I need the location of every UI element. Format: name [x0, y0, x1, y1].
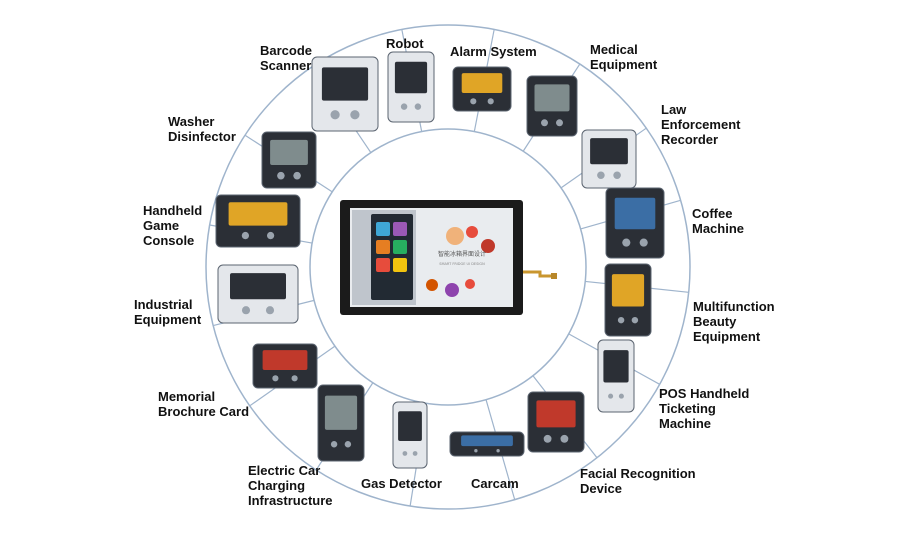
label-line: Scanner	[260, 58, 312, 73]
panel-screen-title: 智能冰箱界面设计	[438, 250, 486, 258]
industrial-machine-icon	[217, 264, 299, 324]
gas-detector-icon	[392, 401, 428, 469]
game-console-icon	[215, 194, 301, 248]
label-line: Console	[143, 233, 195, 248]
label-line: Memorial	[158, 389, 216, 404]
label-line: Game	[143, 218, 180, 233]
label-alarm-system: Alarm System	[450, 44, 537, 59]
label-line: Robot	[386, 36, 424, 51]
label-line: Facial Recognition	[580, 466, 696, 481]
label-line: Equipment	[693, 329, 761, 344]
label-line: Electric Car	[248, 463, 321, 478]
label-line: Gas Detector	[361, 476, 442, 491]
body-camera-icon	[581, 129, 637, 189]
patient-monitor-icon	[526, 75, 578, 137]
panel-screen-subtitle: SMART FRIDGE UI DESIGN	[439, 262, 485, 266]
label-line: Enforcement	[661, 117, 741, 132]
pos-terminal-icon	[597, 339, 635, 413]
label-line: Machine	[659, 416, 712, 431]
robot-icon	[387, 51, 435, 123]
label-line: Washer	[168, 114, 215, 129]
label-line: POS Handheld	[659, 386, 750, 401]
washer-disinfector-icon	[261, 131, 317, 189]
label-line: Law	[661, 102, 687, 117]
touch-display-panel-icon: 智能冰箱界面设计 SMART FRIDGE UI DESIGN	[340, 200, 557, 315]
label-line: Equipment	[590, 57, 658, 72]
label-gas-detector: Gas Detector	[361, 476, 442, 491]
label-line: Brochure Card	[158, 404, 250, 419]
label-line: Disinfector	[168, 129, 236, 144]
outer-ring	[205, 24, 691, 510]
label-line: Device	[580, 481, 622, 496]
label-line: Barcode	[260, 43, 313, 58]
label-line: Handheld	[143, 203, 203, 218]
label-line: Multifunction	[693, 299, 775, 314]
alarm-panel-icon	[452, 66, 512, 112]
label-line: Coffee	[692, 206, 733, 221]
video-brochure-icon	[252, 343, 318, 389]
label-line: Ticketing	[659, 401, 716, 416]
beauty-device-icon	[604, 263, 652, 337]
label-line: Equipment	[134, 312, 202, 327]
coffee-machine-icon	[605, 187, 665, 259]
label-line: Beauty	[693, 314, 737, 329]
label-line: Machine	[692, 221, 745, 236]
barcode-scanner-icon	[311, 56, 379, 132]
label-robot: Robot	[386, 36, 424, 51]
label-line: Charging	[248, 478, 306, 493]
mirror-dashcam-icon	[449, 431, 525, 457]
label-line: Carcam	[471, 476, 519, 491]
label-line: Infrastructure	[248, 493, 333, 508]
label-line: Medical	[590, 42, 638, 57]
face-terminal-icon	[527, 391, 585, 453]
ev-charger-icon	[317, 384, 365, 462]
label-line: Industrial	[134, 297, 193, 312]
label-line: Recorder	[661, 132, 719, 147]
label-carcam: Carcam	[471, 476, 519, 491]
label-line: Alarm System	[450, 44, 537, 59]
